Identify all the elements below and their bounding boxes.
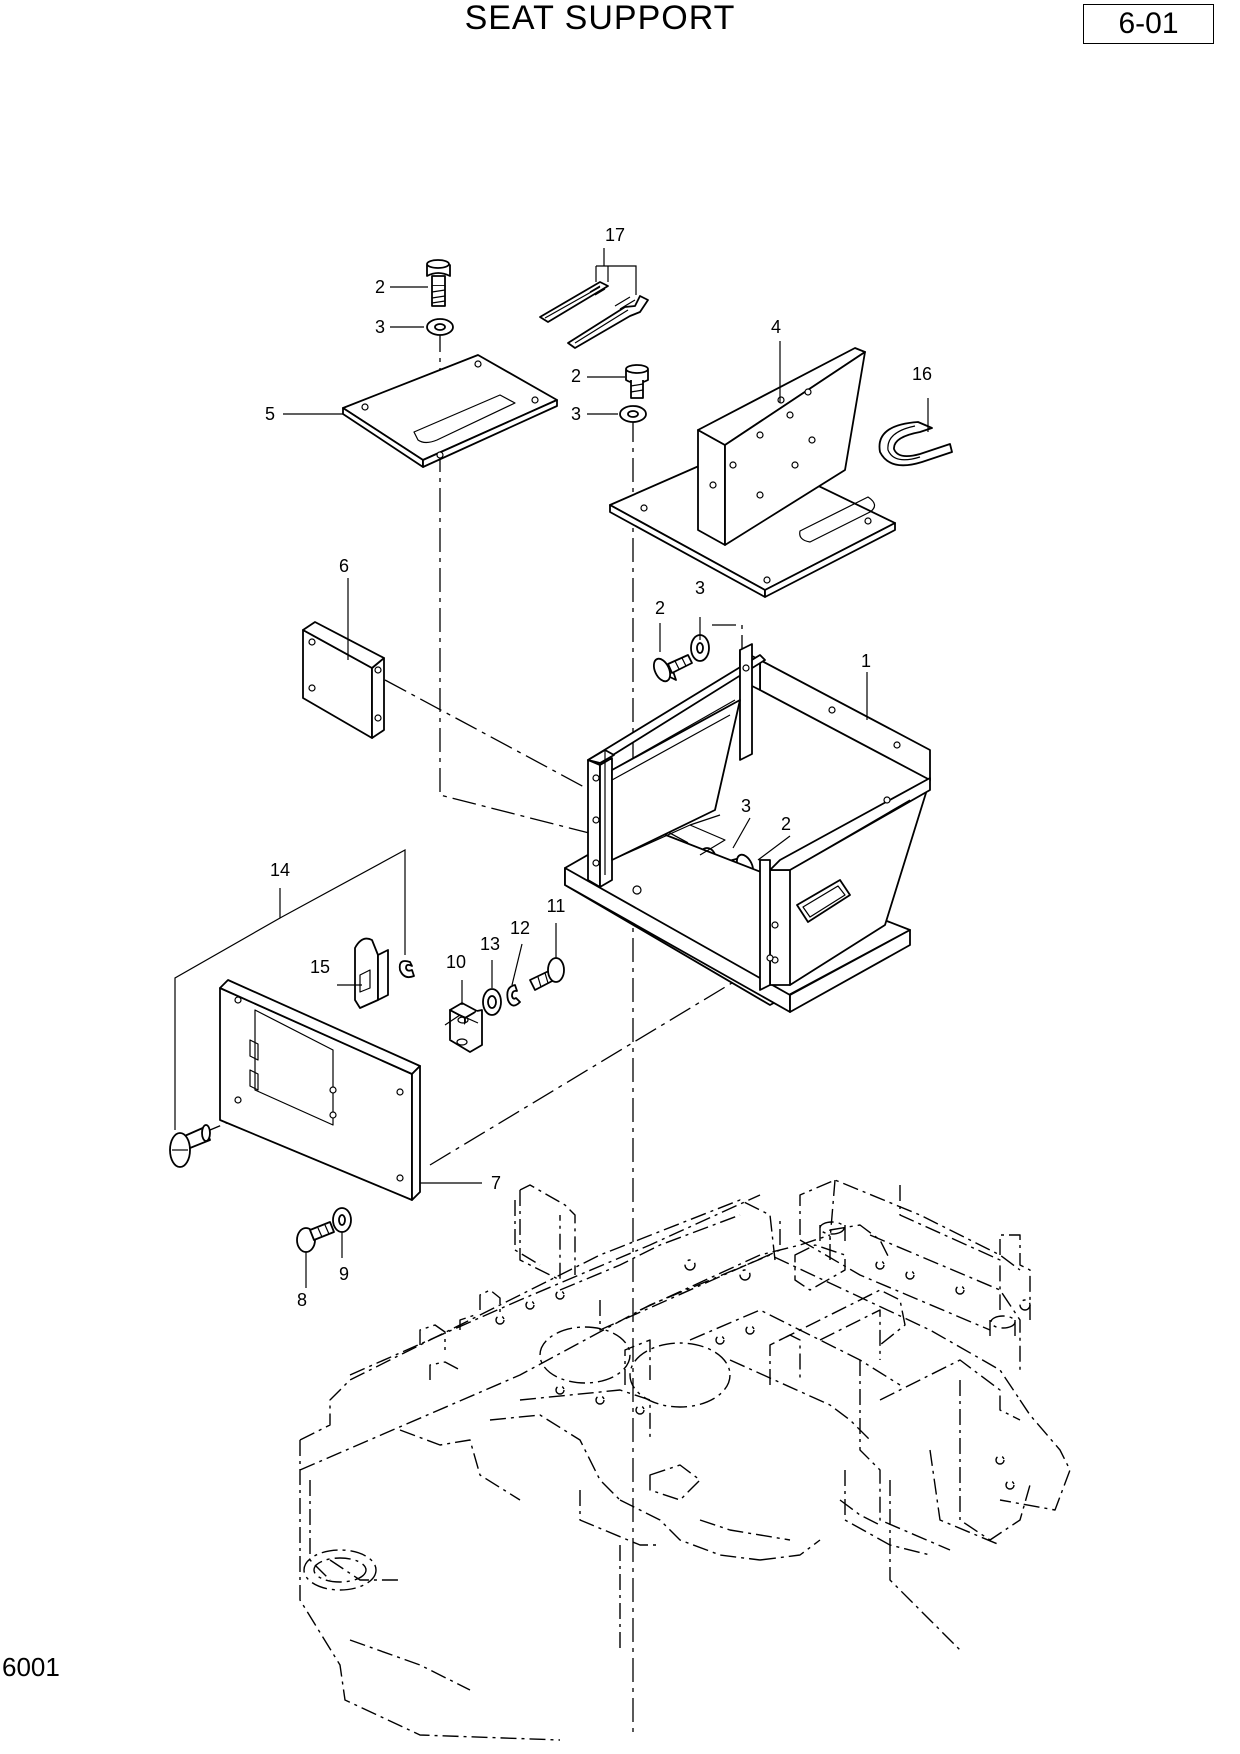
callout-3: 3 bbox=[695, 578, 705, 598]
part-5-top-plate bbox=[342, 354, 558, 468]
part-9-washer bbox=[332, 1207, 352, 1233]
callout-2: 2 bbox=[571, 366, 581, 386]
part-11-bolt bbox=[529, 957, 565, 991]
callout-11: 11 bbox=[547, 896, 566, 916]
callout-3: 3 bbox=[375, 317, 385, 337]
callout-7: 7 bbox=[491, 1173, 501, 1193]
part-7-side-plate bbox=[219, 979, 421, 1201]
part-13-washer bbox=[482, 988, 502, 1016]
callout-3: 3 bbox=[571, 404, 581, 424]
callout-2: 2 bbox=[781, 814, 791, 834]
callout-13: 13 bbox=[480, 934, 500, 954]
callout-2: 2 bbox=[375, 277, 385, 297]
part-15-latch-plate bbox=[354, 937, 389, 1009]
callout-17: 17 bbox=[605, 225, 625, 245]
leader-lines bbox=[174, 248, 929, 1288]
page-number-box: 6-01 bbox=[1083, 4, 1214, 44]
upper-frame-phantom bbox=[299, 1179, 1071, 1741]
bolt-2b bbox=[625, 364, 649, 399]
callout-3: 3 bbox=[741, 796, 751, 816]
callout-14: 14 bbox=[270, 860, 290, 880]
part-14-snap-ring bbox=[398, 960, 415, 979]
washer-3b bbox=[619, 405, 647, 423]
part-12-lock-washer bbox=[506, 984, 521, 1007]
washer-3c bbox=[690, 634, 710, 662]
part-17-slide-rails bbox=[539, 281, 649, 349]
part-6-small-plate bbox=[302, 621, 385, 739]
part-1-main-box bbox=[564, 643, 931, 1013]
washer-3a bbox=[426, 318, 454, 336]
callout-4: 4 bbox=[771, 317, 781, 337]
callout-10: 10 bbox=[446, 952, 466, 972]
callout-16: 16 bbox=[912, 364, 932, 384]
part-10-bracket bbox=[444, 1002, 483, 1053]
callout-15: 15 bbox=[310, 957, 330, 977]
callout-12: 12 bbox=[510, 918, 530, 938]
callout-5: 5 bbox=[265, 404, 275, 424]
bolt-2a bbox=[426, 259, 451, 307]
part-4-seat-bracket bbox=[609, 347, 896, 598]
callout-1: 1 bbox=[861, 651, 871, 671]
callouts: 1 2 3 2 3 2 3 3 2 4 5 6 7 8 9 10 11 12 1… bbox=[265, 225, 932, 1310]
page-title: SEAT SUPPORT bbox=[464, 0, 736, 37]
bolt-2c bbox=[652, 654, 693, 683]
part-14-knob-screw bbox=[169, 1124, 211, 1168]
callout-6: 6 bbox=[339, 556, 349, 576]
callout-2: 2 bbox=[655, 598, 665, 618]
drawing-code: 6001 bbox=[2, 1652, 60, 1682]
callout-9: 9 bbox=[339, 1264, 349, 1284]
part-16-clip bbox=[878, 421, 953, 467]
callout-8: 8 bbox=[297, 1290, 307, 1310]
part-8-bolt bbox=[296, 1221, 335, 1253]
